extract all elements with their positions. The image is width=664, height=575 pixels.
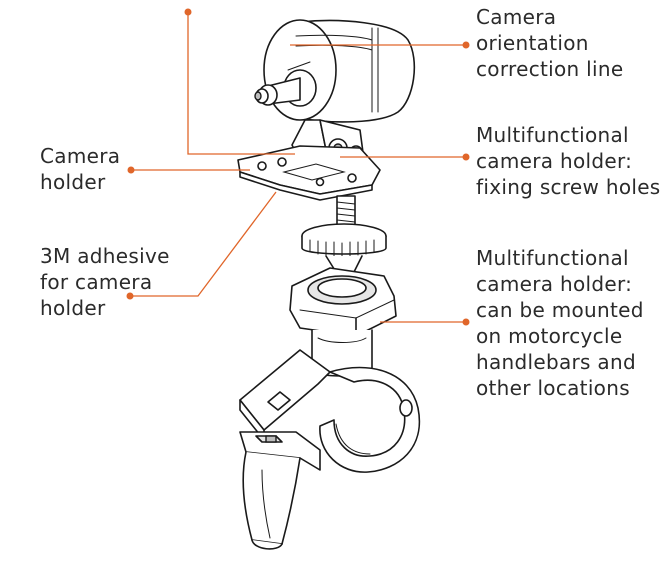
ball-clamp: [289, 267, 397, 377]
callout-dot-orientation: [462, 41, 470, 49]
handlebar-clamp: [239, 349, 421, 473]
label-orientation-correction-line: Camera orientation correction line: [476, 5, 624, 81]
callout-dot-adhesive: [126, 292, 134, 300]
callout-dot-top: [184, 8, 192, 16]
mounting-screw: [301, 195, 387, 273]
label-fixing-screw-holes: Multifunctional camera holder: fixing sc…: [476, 123, 661, 199]
camera-holder-plate: [237, 119, 381, 201]
callout-dot-fixing: [462, 153, 470, 161]
callout-lines: [126, 8, 470, 326]
camera-body: [254, 19, 416, 123]
label-camera-holder: Camera holder: [40, 144, 121, 194]
callout-dot-holder: [127, 166, 135, 174]
clamp-lever: [239, 431, 321, 550]
label-handlebar-mounting: Multifunctional camera holder: can be mo…: [476, 246, 644, 400]
callout-dot-mount: [462, 318, 470, 326]
label-3m-adhesive: 3M adhesive for camera holder: [40, 244, 170, 320]
